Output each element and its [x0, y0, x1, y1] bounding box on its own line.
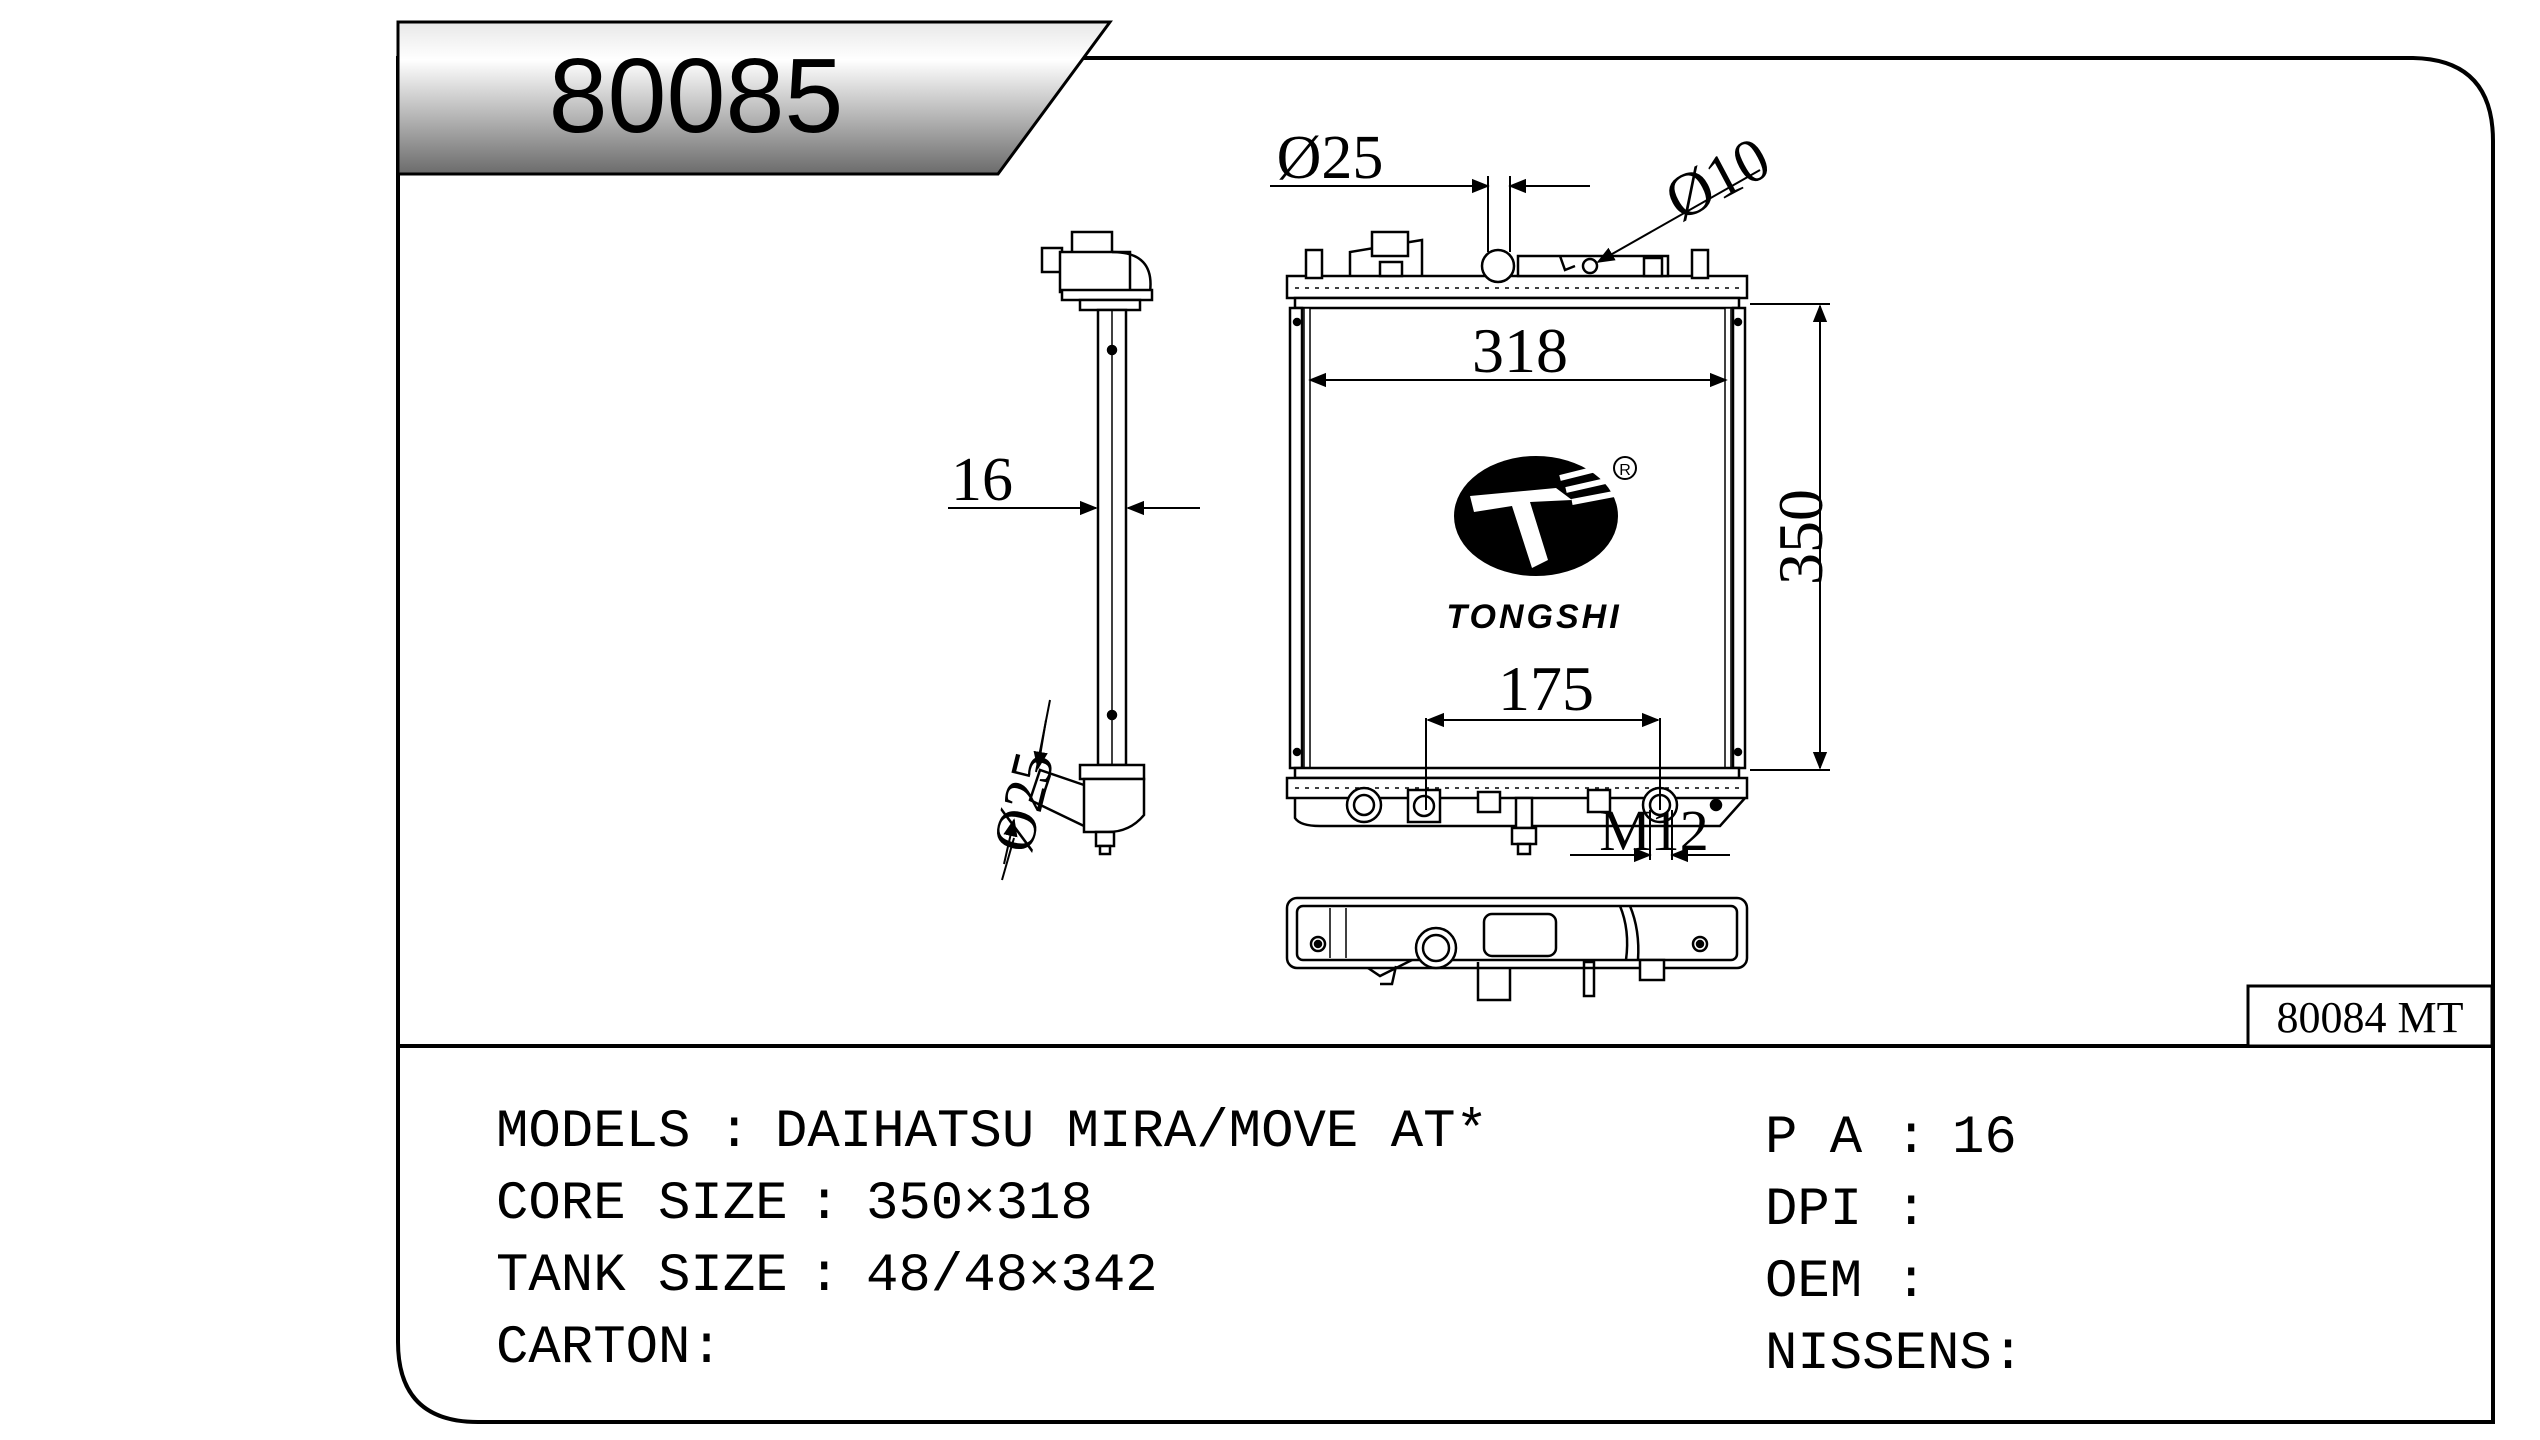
- front-dimensions: [1270, 169, 1830, 863]
- spec-dpi-key: DPI: [1765, 1180, 1862, 1241]
- registered-mark: R: [1619, 462, 1631, 479]
- reference-label: 80084 MT: [2277, 993, 2464, 1042]
- drawing-frame: [396, 56, 2495, 1424]
- part-number-tab: 80085: [396, 20, 1113, 176]
- spec-oem-key: OEM: [1765, 1252, 1862, 1313]
- spec-core-size-sep: :: [808, 1174, 840, 1235]
- spec-tank-size-key: TANK SIZE: [496, 1246, 788, 1307]
- spec-pa-key: P A: [1765, 1108, 1863, 1169]
- part-number: 80085: [549, 37, 844, 155]
- spec-pa-value: 16: [1952, 1108, 2017, 1169]
- tank-plan-view: [1285, 896, 1749, 1002]
- specs-left: MODELS : DAIHATSU MIRA/MOVE AT* CORE SIZ…: [496, 1102, 1488, 1379]
- outlet-thread-label: M12: [1599, 798, 1709, 863]
- registered-icon: [1613, 456, 1637, 480]
- spec-oem-sep: :: [1895, 1252, 1927, 1313]
- tongshi-logo: R TONGSHI: [1446, 456, 1637, 636]
- specs-right: P A : 16 DPI : OEM : NISSENS:: [1765, 1108, 2024, 1385]
- front-view: [1285, 230, 1749, 856]
- brand-name: TONGSHI: [1446, 598, 1621, 636]
- spec-nissens-key: NISSENS:: [1765, 1324, 2024, 1385]
- core-width-label: 318: [1472, 315, 1568, 386]
- spec-carton-key: CARTON:: [496, 1318, 723, 1379]
- cap-diameter-label: Ø10: [1655, 124, 1781, 234]
- side-outlet-diameter-label: Ø25: [980, 745, 1067, 858]
- spec-models-key: MODELS: [496, 1102, 690, 1163]
- side-view: [1028, 230, 1154, 856]
- core-thickness-label: 16: [951, 446, 1013, 514]
- spec-dpi-sep: :: [1895, 1180, 1927, 1241]
- spec-core-size-value: 350×318: [866, 1174, 1093, 1235]
- core-height-label: 350: [1765, 489, 1836, 585]
- spec-pa-sep: :: [1895, 1108, 1927, 1169]
- side-outlet-dimension: [1001, 699, 1051, 881]
- spec-models-sep: :: [718, 1102, 750, 1163]
- spec-core-size-key: CORE SIZE: [496, 1174, 788, 1235]
- top-inlet-diameter-label: Ø25: [1277, 124, 1384, 192]
- spec-tank-size-sep: :: [808, 1246, 840, 1307]
- spec-models-value: DAIHATSU MIRA/MOVE AT*: [775, 1102, 1488, 1163]
- outlet-spacing-label: 175: [1498, 653, 1594, 724]
- spec-tank-size-value: 48/48×342: [866, 1246, 1158, 1307]
- reference-box: 80084 MT: [2246, 984, 2494, 1048]
